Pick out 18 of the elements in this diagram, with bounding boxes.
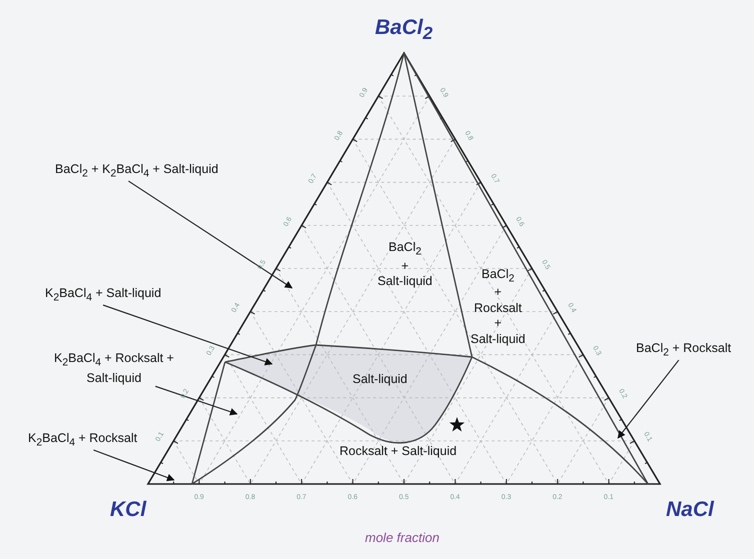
phase-label: BaCl$_{2}$ + K$_{2}$BaCl$_{4}$ + Salt-liquid — [55, 161, 218, 182]
vertex-label: KCl — [110, 497, 146, 523]
phase-label: K$_{2}$BaCl$_{4}$ + Rocksalt — [28, 430, 138, 450]
region-label: Salt-liquid — [352, 372, 408, 388]
vertex-label: NaCl — [666, 497, 714, 523]
leader-arrow — [155, 386, 238, 416]
axis-title: mole fraction — [365, 530, 440, 546]
region-label: BaCl$_{2}$ + Rocksalt + Salt-liquid — [470, 266, 526, 348]
phase-label: BaCl$_{2}$ + Rocksalt — [636, 340, 732, 360]
leader-arrow — [618, 360, 680, 439]
region-label: BaCl$_{2}$ + Salt-liquid — [378, 240, 432, 290]
leader-arrow — [93, 450, 175, 482]
phase-label: K$_{2}$BaCl$_{4}$ + Rocksalt + Salt-liquid — [45, 350, 183, 386]
leader-arrow — [128, 180, 293, 288]
region-label: Rocksalt + Salt-liquid — [340, 444, 457, 460]
vertex-label: BaCl$_{2}$ — [375, 15, 433, 46]
phase-label: K$_{2}$BaCl$_{4}$ + Salt-liquid — [45, 285, 162, 306]
leader-arrow — [102, 304, 273, 366]
